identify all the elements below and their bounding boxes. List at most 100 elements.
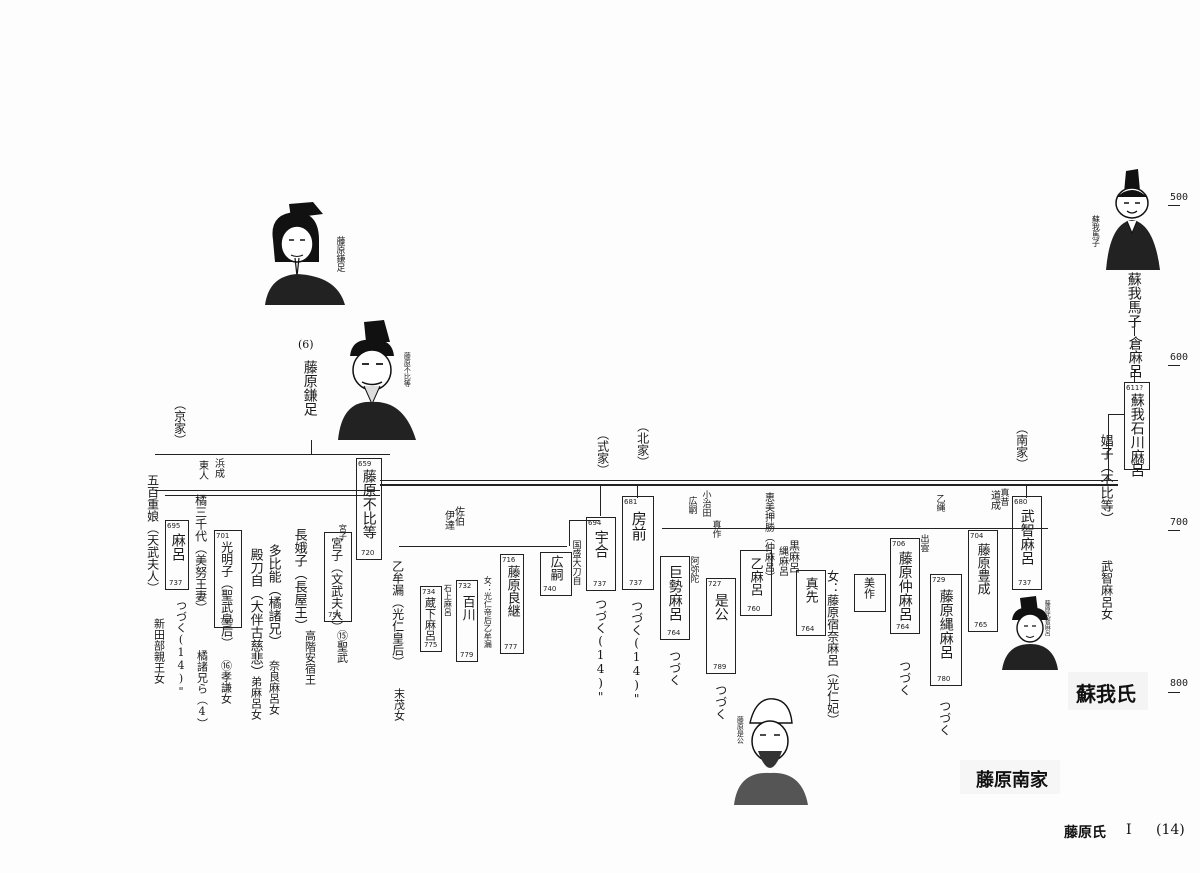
ishikawamaro-box: 611? 蘇我石川麻呂 649 bbox=[1124, 382, 1150, 477]
tabihino-child: 奈良麻呂女 bbox=[267, 660, 281, 715]
umakai-cont: つづく(14)" bbox=[593, 598, 608, 704]
shikike-line bbox=[399, 546, 567, 548]
toyonari-year: 704 bbox=[970, 532, 984, 540]
trunk-line bbox=[155, 454, 390, 456]
momokawa-box: 732 百川 779 bbox=[456, 580, 478, 662]
kamatari-portrait-caption: 藤原鎌足 bbox=[334, 236, 345, 272]
kyoke-tachibana: 橘三千代（美努王妻） bbox=[193, 494, 208, 614]
momokawa-name: 百川 bbox=[459, 595, 475, 621]
yoshitsugu-name: 藤原良継 bbox=[504, 565, 520, 617]
nakamaro-year: 706 bbox=[892, 540, 906, 548]
nanke-toyonari-above: 真昔 bbox=[998, 488, 1009, 506]
fusasaki-box: 681 房前 737 bbox=[622, 496, 654, 590]
masaki-name: 美作 bbox=[862, 577, 876, 599]
nakamaro-cont: つづく bbox=[897, 660, 912, 696]
komyo-year: 701 bbox=[216, 532, 230, 540]
hokke-line bbox=[637, 486, 639, 498]
soga-line bbox=[1134, 318, 1136, 336]
shikike-note-son-wife: 女：光仁帝后乙牟漏 bbox=[483, 576, 493, 648]
house-shikike: （式家） bbox=[595, 428, 610, 476]
scale-tick bbox=[1168, 365, 1180, 367]
footer-title: 藤原氏 bbox=[1064, 825, 1106, 841]
otomaro-name: 乙麻呂 bbox=[747, 557, 763, 596]
nanke-eho-note: 恵美押勝（仲麻呂） bbox=[762, 492, 774, 582]
footer-vol: I bbox=[1126, 822, 1132, 838]
nagako-child: 高階安宿王 bbox=[303, 630, 317, 685]
nanke-kuromaro: 黒麻呂 bbox=[787, 540, 801, 573]
kyoke-hamanari: 浜成 bbox=[212, 458, 224, 478]
kurajimaro-year: 734 bbox=[422, 588, 436, 596]
umako-portrait bbox=[1100, 165, 1164, 270]
nanke-caption-bg bbox=[960, 760, 1060, 794]
toyonari-death: 765 bbox=[974, 621, 988, 629]
ishikawamaro-year: 611? bbox=[1126, 384, 1144, 392]
scale-600: 600 bbox=[1170, 352, 1189, 363]
kyoke-nagako: 長娥子（長屋王） bbox=[291, 528, 307, 632]
trunk-line-kyoke bbox=[155, 490, 380, 492]
maro-child: 新田部親王女 bbox=[152, 618, 166, 684]
muchimaro-name: 武智麻呂 bbox=[1018, 509, 1035, 565]
toyonari-box: 704 藤原豊成 765 bbox=[968, 530, 998, 632]
fuhito-name: 藤原不比等 bbox=[360, 469, 377, 539]
tsunamaro-name: 藤原縄麻呂 bbox=[937, 589, 954, 659]
ishikawamaro-name: 蘇我石川麻呂 bbox=[1128, 393, 1145, 477]
korekimi-death: 789 bbox=[713, 663, 727, 671]
hirotsugu-death: 740 bbox=[543, 585, 557, 593]
muchimaro-box: 680 武智麻呂 737 bbox=[1012, 496, 1042, 590]
kosemaro-cont: つづく bbox=[667, 650, 682, 686]
shikike-ochi-child: 末茂女 bbox=[392, 688, 406, 721]
fusasaki-cont: つづく(14)" bbox=[629, 600, 644, 706]
nanke-nakamaro-kana: 出雲 bbox=[918, 534, 929, 552]
miyako-box: 宮子（文武夫人） 754 bbox=[324, 532, 352, 633]
nanke-ochi-note: 小治田 bbox=[700, 490, 711, 517]
ishikawamaro-death: 649 bbox=[1131, 459, 1145, 467]
maro-name: 麻呂 bbox=[169, 533, 186, 561]
mamae-name: 真先 bbox=[802, 577, 818, 603]
scale-tick bbox=[1168, 205, 1180, 207]
tachibana-child: 橘諸兄ら（4） bbox=[195, 650, 209, 729]
scale-700: 700 bbox=[1170, 517, 1189, 528]
korekimi-name: 是公 bbox=[712, 593, 729, 621]
kurajimaro-box: 734 蔵下麻呂 775 bbox=[420, 586, 442, 652]
komyo-death: 760 bbox=[220, 617, 234, 625]
fuhito-death: 720 bbox=[361, 549, 375, 557]
yoshitsugu-box: 716 藤原良継 777 bbox=[500, 554, 524, 654]
maro-cont: つづく(14)" bbox=[174, 600, 188, 698]
korekimi-box: 727 是公 789 bbox=[706, 578, 736, 674]
otomaro-box: 乙麻呂 760 bbox=[740, 550, 772, 616]
fuhito-portrait-caption: 藤原不比等 bbox=[403, 352, 412, 387]
nanke-hirotaka: 広嗣 bbox=[686, 496, 697, 514]
momokawa-death: 779 bbox=[460, 651, 474, 659]
scale-tick bbox=[1168, 530, 1180, 532]
nanke-tsunamaro-kana: 乙縄 bbox=[934, 494, 945, 512]
hirotsugu-name: 広嗣 bbox=[547, 555, 563, 581]
nanke-yakushi: 真作 bbox=[710, 520, 721, 538]
nanke-line bbox=[1026, 486, 1028, 498]
soga-daughter: 娼子（不比等） bbox=[1098, 434, 1113, 525]
muchimaro-portrait-caption: 藤原武智麻呂 bbox=[1043, 600, 1051, 636]
yoshitsugu-year: 716 bbox=[502, 556, 516, 564]
umako-portrait-caption: 蘇我馬子 bbox=[1091, 215, 1101, 247]
kosemaro-death: 764 bbox=[667, 629, 681, 637]
otomaro-death: 760 bbox=[747, 605, 761, 613]
kamatari-portrait bbox=[265, 200, 349, 305]
korekimi-portrait bbox=[730, 695, 810, 805]
nanke-aisaku: 女：藤原宿奈麻呂（光仁妃） bbox=[825, 570, 840, 726]
kurajimaro-death: 775 bbox=[424, 641, 438, 649]
fusasaki-year: 681 bbox=[624, 498, 638, 506]
miyako-name: 宮子（文武夫人） bbox=[329, 537, 344, 633]
shikike-line bbox=[569, 520, 571, 546]
kyoke-tabihino: 多比能（橘諸兄） bbox=[265, 544, 281, 648]
umakai-death: 737 bbox=[593, 580, 607, 588]
kyoke-shomu: ⑮聖武 bbox=[335, 630, 349, 663]
house-kyoke: （京家） bbox=[172, 398, 187, 446]
soga-muchimaro-link: 武智麻呂女 bbox=[1099, 560, 1114, 620]
muchimaro-death: 737 bbox=[1018, 579, 1032, 587]
shikike-line bbox=[569, 520, 599, 522]
korekimi-year: 727 bbox=[708, 580, 722, 588]
tsunamaro-box: 729 藤原縄麻呂 780 bbox=[930, 574, 962, 686]
house-hokke: （北家） bbox=[635, 420, 650, 468]
soga-umako: 蘇我馬子 bbox=[1125, 272, 1142, 328]
fujiwara-nanke-label: 藤原南家 bbox=[976, 770, 1048, 791]
shikike-note-saeki: 佐伯 bbox=[452, 506, 464, 526]
